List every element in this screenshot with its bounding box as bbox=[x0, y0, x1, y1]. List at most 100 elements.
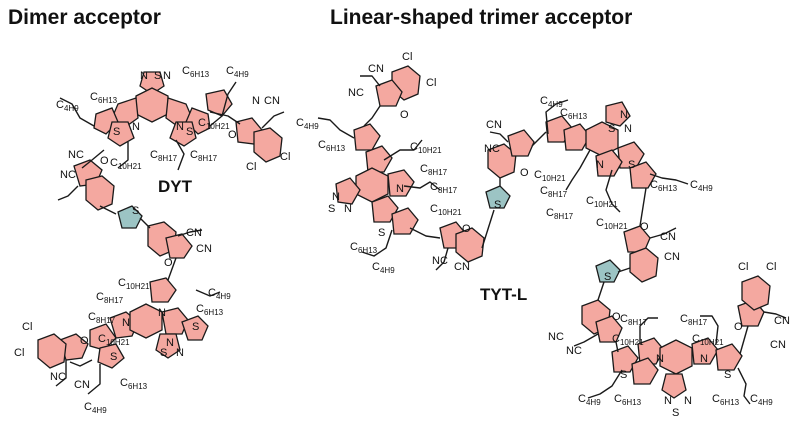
tyt-indanone-m1 bbox=[507, 129, 535, 157]
dyt-cn-ml bbox=[177, 229, 203, 237]
dyt-benzo-ul bbox=[85, 175, 115, 211]
dyt-chain-ul bbox=[59, 97, 95, 127]
svg-text:C6H13: C6H13 bbox=[120, 377, 148, 391]
svg-text:N: N bbox=[396, 183, 404, 195]
svg-text:C10H21: C10H21 bbox=[118, 277, 150, 291]
svg-text:CN: CN bbox=[660, 231, 676, 243]
tyt-bond-tl bbox=[363, 105, 381, 127]
tyt-left-core bbox=[335, 123, 419, 235]
svg-text:NC: NC bbox=[548, 331, 564, 343]
tyt-mc-thiadiazole bbox=[605, 101, 631, 127]
tyt-chain-2 bbox=[383, 139, 423, 161]
svg-text:C6H13: C6H13 bbox=[560, 107, 588, 121]
dyt-lower-core bbox=[89, 277, 209, 369]
svg-text:O: O bbox=[734, 321, 743, 333]
dyt-thiadiazole-top bbox=[139, 71, 165, 95]
svg-text:C6H13: C6H13 bbox=[650, 179, 678, 193]
svg-text:Cl: Cl bbox=[14, 347, 24, 359]
tyt-indanone-b1 bbox=[595, 315, 623, 343]
dyt-thiadiazole-low bbox=[155, 333, 181, 359]
svg-text:N: N bbox=[656, 353, 664, 365]
svg-text:S: S bbox=[672, 407, 679, 419]
svg-text:C8H17: C8H17 bbox=[150, 149, 178, 163]
tyt-lc-ring-r bbox=[387, 169, 415, 197]
svg-text:CN: CN bbox=[770, 339, 786, 351]
svg-text:N: N bbox=[332, 191, 340, 203]
svg-text:Cl: Cl bbox=[402, 51, 412, 63]
svg-text:O: O bbox=[228, 129, 237, 141]
svg-text:C4H9: C4H9 bbox=[208, 287, 231, 301]
svg-text:N: N bbox=[122, 317, 130, 329]
svg-text:C4H9: C4H9 bbox=[372, 261, 395, 275]
svg-text:S: S bbox=[494, 199, 501, 211]
tyt-chain-1 bbox=[317, 117, 355, 139]
svg-text:Cl: Cl bbox=[246, 161, 256, 173]
dyt-bond-to-linker bbox=[99, 205, 117, 215]
tyt-chain-5 bbox=[545, 99, 569, 135]
svg-text:CN: CN bbox=[486, 119, 502, 131]
svg-text:S: S bbox=[620, 369, 627, 381]
dyt-thioph-low-l bbox=[89, 323, 117, 351]
dyt-thiophene-linker bbox=[117, 205, 143, 229]
tyt-chain-11 bbox=[700, 315, 719, 345]
tyt-bond-m1 bbox=[531, 131, 547, 147]
svg-text:O: O bbox=[462, 223, 471, 235]
tyt-bond-r bbox=[739, 325, 749, 355]
dyt-chain-ur bbox=[209, 81, 237, 127]
svg-text:S: S bbox=[608, 123, 615, 135]
svg-text:C4H9: C4H9 bbox=[84, 401, 107, 415]
tyt-chain-10 bbox=[639, 317, 658, 344]
svg-text:N: N bbox=[163, 70, 171, 82]
svg-text:C10H21: C10H21 bbox=[692, 333, 724, 347]
svg-text:O: O bbox=[400, 109, 409, 121]
tyt-benzo-m1 bbox=[487, 143, 517, 179]
svg-text:C4H9: C4H9 bbox=[750, 393, 773, 407]
svg-text:NC: NC bbox=[484, 143, 500, 155]
tyt-thiophene-linker-2 bbox=[595, 259, 621, 283]
tyt-lc-benzene bbox=[355, 167, 389, 203]
svg-text:C10H21: C10H21 bbox=[612, 333, 644, 347]
tyt-bc-thioph-b bbox=[715, 343, 743, 371]
svg-text:S: S bbox=[160, 347, 167, 359]
svg-text:S: S bbox=[328, 203, 335, 215]
svg-text:S: S bbox=[110, 351, 117, 363]
svg-text:O: O bbox=[100, 155, 109, 167]
tyt-bond-mc-down bbox=[639, 187, 647, 227]
tyt-lc-thioph-a bbox=[353, 123, 381, 151]
tyt-chain-4 bbox=[361, 229, 393, 257]
svg-text:C10H21: C10H21 bbox=[430, 203, 462, 217]
svg-text:N: N bbox=[664, 395, 672, 407]
svg-text:O: O bbox=[640, 221, 649, 233]
tyt-cn-4 bbox=[649, 227, 677, 239]
svg-text:C8H17: C8H17 bbox=[96, 291, 124, 305]
tyt-indanone-m2 bbox=[623, 225, 651, 253]
tyt-bc-thioph-c bbox=[631, 357, 659, 385]
svg-text:CN: CN bbox=[774, 315, 790, 327]
svg-text:S: S bbox=[628, 159, 635, 171]
svg-text:CN: CN bbox=[368, 63, 384, 75]
svg-text:CN: CN bbox=[664, 251, 680, 263]
svg-text:NC: NC bbox=[348, 87, 364, 99]
dimer-heading: Dimer acceptor bbox=[8, 6, 161, 29]
dyt-bond-lower-left bbox=[69, 359, 93, 367]
dyt-thioph-low-l2 bbox=[97, 343, 125, 369]
svg-text:N: N bbox=[166, 337, 174, 349]
dyt-indanone-ml bbox=[165, 233, 193, 259]
tyt-bc-benzene bbox=[659, 339, 693, 375]
tyt-chain-6 bbox=[565, 149, 591, 191]
svg-text:CN: CN bbox=[264, 95, 280, 107]
tyt-bond-lc-end bbox=[409, 227, 441, 239]
tyt-thiophene-linker-1 bbox=[485, 185, 511, 209]
svg-text:N: N bbox=[344, 203, 352, 215]
svg-text:N: N bbox=[684, 395, 692, 407]
svg-text:C10H21: C10H21 bbox=[198, 117, 230, 131]
svg-text:CN: CN bbox=[454, 261, 470, 273]
svg-text:S: S bbox=[154, 70, 161, 82]
tyt-cn-5 bbox=[573, 333, 599, 347]
tyt-lc-thioph-d bbox=[391, 207, 419, 235]
svg-text:C6H13: C6H13 bbox=[614, 393, 642, 407]
svg-text:Cl: Cl bbox=[22, 321, 32, 333]
svg-text:O: O bbox=[612, 311, 621, 323]
tyt-lc-thioph-b bbox=[365, 145, 393, 173]
svg-text:C8H17: C8H17 bbox=[540, 185, 568, 199]
